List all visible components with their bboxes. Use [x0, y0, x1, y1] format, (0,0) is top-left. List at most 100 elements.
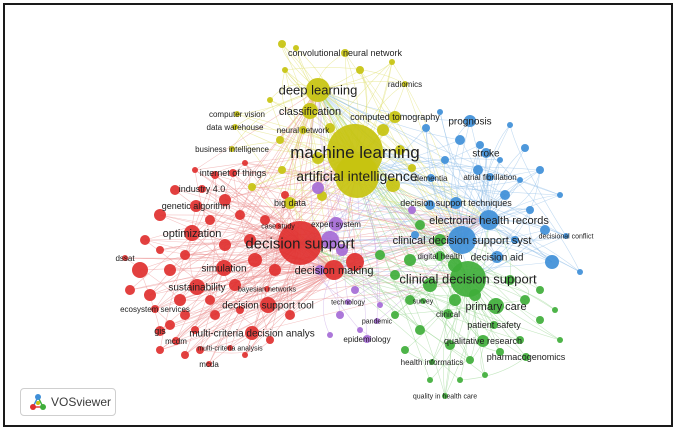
term-node-unlabeled[interactable]	[536, 166, 544, 174]
term-label[interactable]: convolutional neural network	[288, 48, 403, 58]
term-node[interactable]	[229, 146, 235, 152]
term-label[interactable]: mcda	[199, 360, 219, 369]
term-node-unlabeled[interactable]	[482, 372, 488, 378]
term-label[interactable]: machine learning	[290, 143, 419, 162]
term-node-unlabeled[interactable]	[390, 270, 400, 280]
term-node-unlabeled[interactable]	[312, 182, 324, 194]
term-node[interactable]	[329, 217, 343, 231]
term-node-unlabeled[interactable]	[408, 206, 416, 214]
term-label[interactable]: patient safety	[467, 320, 521, 330]
term-node-unlabeled[interactable]	[211, 171, 219, 179]
term-label[interactable]: bayesian networks	[238, 286, 296, 293]
term-node-unlabeled[interactable]	[346, 253, 364, 271]
term-node-unlabeled[interactable]	[181, 351, 189, 359]
term-node-unlabeled[interactable]	[260, 215, 270, 225]
term-label[interactable]: big data	[274, 198, 306, 208]
term-node[interactable]	[284, 197, 296, 209]
term-node[interactable]	[198, 185, 206, 193]
term-node-unlabeled[interactable]	[427, 377, 433, 383]
term-node-unlabeled[interactable]	[516, 336, 524, 344]
term-node-unlabeled[interactable]	[434, 234, 446, 246]
term-node[interactable]	[345, 299, 351, 305]
term-node[interactable]	[486, 173, 494, 181]
term-label[interactable]: decision support techniques	[400, 198, 512, 208]
term-label[interactable]: health informatics	[401, 358, 464, 367]
term-node-unlabeled[interactable]	[425, 200, 435, 210]
term-node-unlabeled[interactable]	[395, 145, 405, 155]
term-node-unlabeled[interactable]	[473, 165, 483, 175]
term-label[interactable]: pharmacogenomics	[487, 352, 566, 362]
term-node-unlabeled[interactable]	[507, 122, 513, 128]
term-label[interactable]: survey	[413, 298, 434, 305]
term-label[interactable]: quality in health care	[413, 393, 477, 400]
term-node[interactable]	[264, 286, 270, 292]
term-node[interactable]	[477, 335, 489, 347]
term-node-unlabeled[interactable]	[505, 275, 515, 285]
term-node[interactable]	[420, 298, 426, 304]
term-node-unlabeled[interactable]	[455, 135, 465, 145]
term-node[interactable]	[232, 124, 238, 130]
term-node[interactable]	[227, 345, 233, 351]
term-label[interactable]: dssat	[115, 254, 135, 263]
term-node-unlabeled[interactable]	[441, 156, 449, 164]
term-node[interactable]	[443, 309, 453, 319]
term-node[interactable]	[488, 298, 504, 314]
term-node-unlabeled[interactable]	[357, 327, 363, 333]
term-node-unlabeled[interactable]	[164, 264, 176, 276]
term-node-unlabeled[interactable]	[278, 40, 286, 48]
term-node-unlabeled[interactable]	[557, 337, 563, 343]
term-node-unlabeled[interactable]	[315, 265, 325, 275]
term-node[interactable]	[155, 326, 165, 336]
term-label[interactable]: epidemiology	[343, 335, 390, 344]
term-node-unlabeled[interactable]	[248, 253, 262, 267]
term-node-unlabeled[interactable]	[521, 144, 529, 152]
term-node[interactable]	[389, 111, 401, 123]
term-label[interactable]: mcdm	[165, 337, 187, 346]
term-node-unlabeled[interactable]	[405, 295, 415, 305]
term-node-unlabeled[interactable]	[267, 97, 273, 103]
term-node-unlabeled[interactable]	[165, 320, 175, 330]
term-label[interactable]: multi-criteria decision analys	[189, 329, 315, 340]
term-label[interactable]: simulation	[201, 264, 246, 275]
term-node-unlabeled[interactable]	[219, 239, 231, 251]
term-node-unlabeled[interactable]	[423, 278, 437, 292]
term-label[interactable]: data warehouse	[207, 123, 264, 132]
term-label[interactable]: primary care	[465, 301, 526, 313]
term-node-unlabeled[interactable]	[235, 210, 245, 220]
term-node-unlabeled[interactable]	[401, 346, 409, 354]
term-node-unlabeled[interactable]	[500, 190, 510, 200]
term-label[interactable]: prognosis	[448, 117, 491, 128]
term-label[interactable]: digital health	[418, 252, 463, 261]
term-node-unlabeled[interactable]	[411, 231, 419, 239]
term-node-unlabeled[interactable]	[242, 160, 248, 166]
term-node-unlabeled[interactable]	[336, 244, 348, 256]
term-label[interactable]: genetic algorithm	[162, 201, 231, 211]
term-node-unlabeled[interactable]	[540, 225, 550, 235]
term-node[interactable]	[490, 321, 498, 329]
term-node[interactable]	[481, 148, 491, 158]
term-label[interactable]: expert system	[311, 220, 361, 229]
term-node[interactable]	[450, 261, 486, 297]
term-label[interactable]: dementia	[415, 174, 448, 183]
term-node-unlabeled[interactable]	[552, 307, 558, 313]
term-node-unlabeled[interactable]	[248, 183, 256, 191]
term-node[interactable]	[427, 174, 435, 182]
term-node-unlabeled[interactable]	[282, 67, 288, 73]
term-node-unlabeled[interactable]	[377, 124, 389, 136]
term-label[interactable]: decision support tool	[222, 301, 314, 312]
term-label[interactable]: gis	[154, 326, 166, 336]
term-node[interactable]	[216, 260, 232, 276]
term-label[interactable]: computer vision	[209, 110, 265, 119]
term-node-unlabeled[interactable]	[415, 325, 425, 335]
term-node-unlabeled[interactable]	[445, 340, 455, 350]
term-node[interactable]	[234, 111, 240, 117]
term-node-unlabeled[interactable]	[351, 286, 359, 294]
term-label[interactable]: neural network	[277, 126, 330, 135]
term-node-unlabeled[interactable]	[466, 356, 474, 364]
term-node-unlabeled[interactable]	[156, 346, 164, 354]
term-node-unlabeled[interactable]	[278, 166, 286, 174]
term-node[interactable]	[206, 361, 212, 367]
term-node[interactable]	[563, 233, 569, 239]
term-node[interactable]	[172, 337, 180, 345]
